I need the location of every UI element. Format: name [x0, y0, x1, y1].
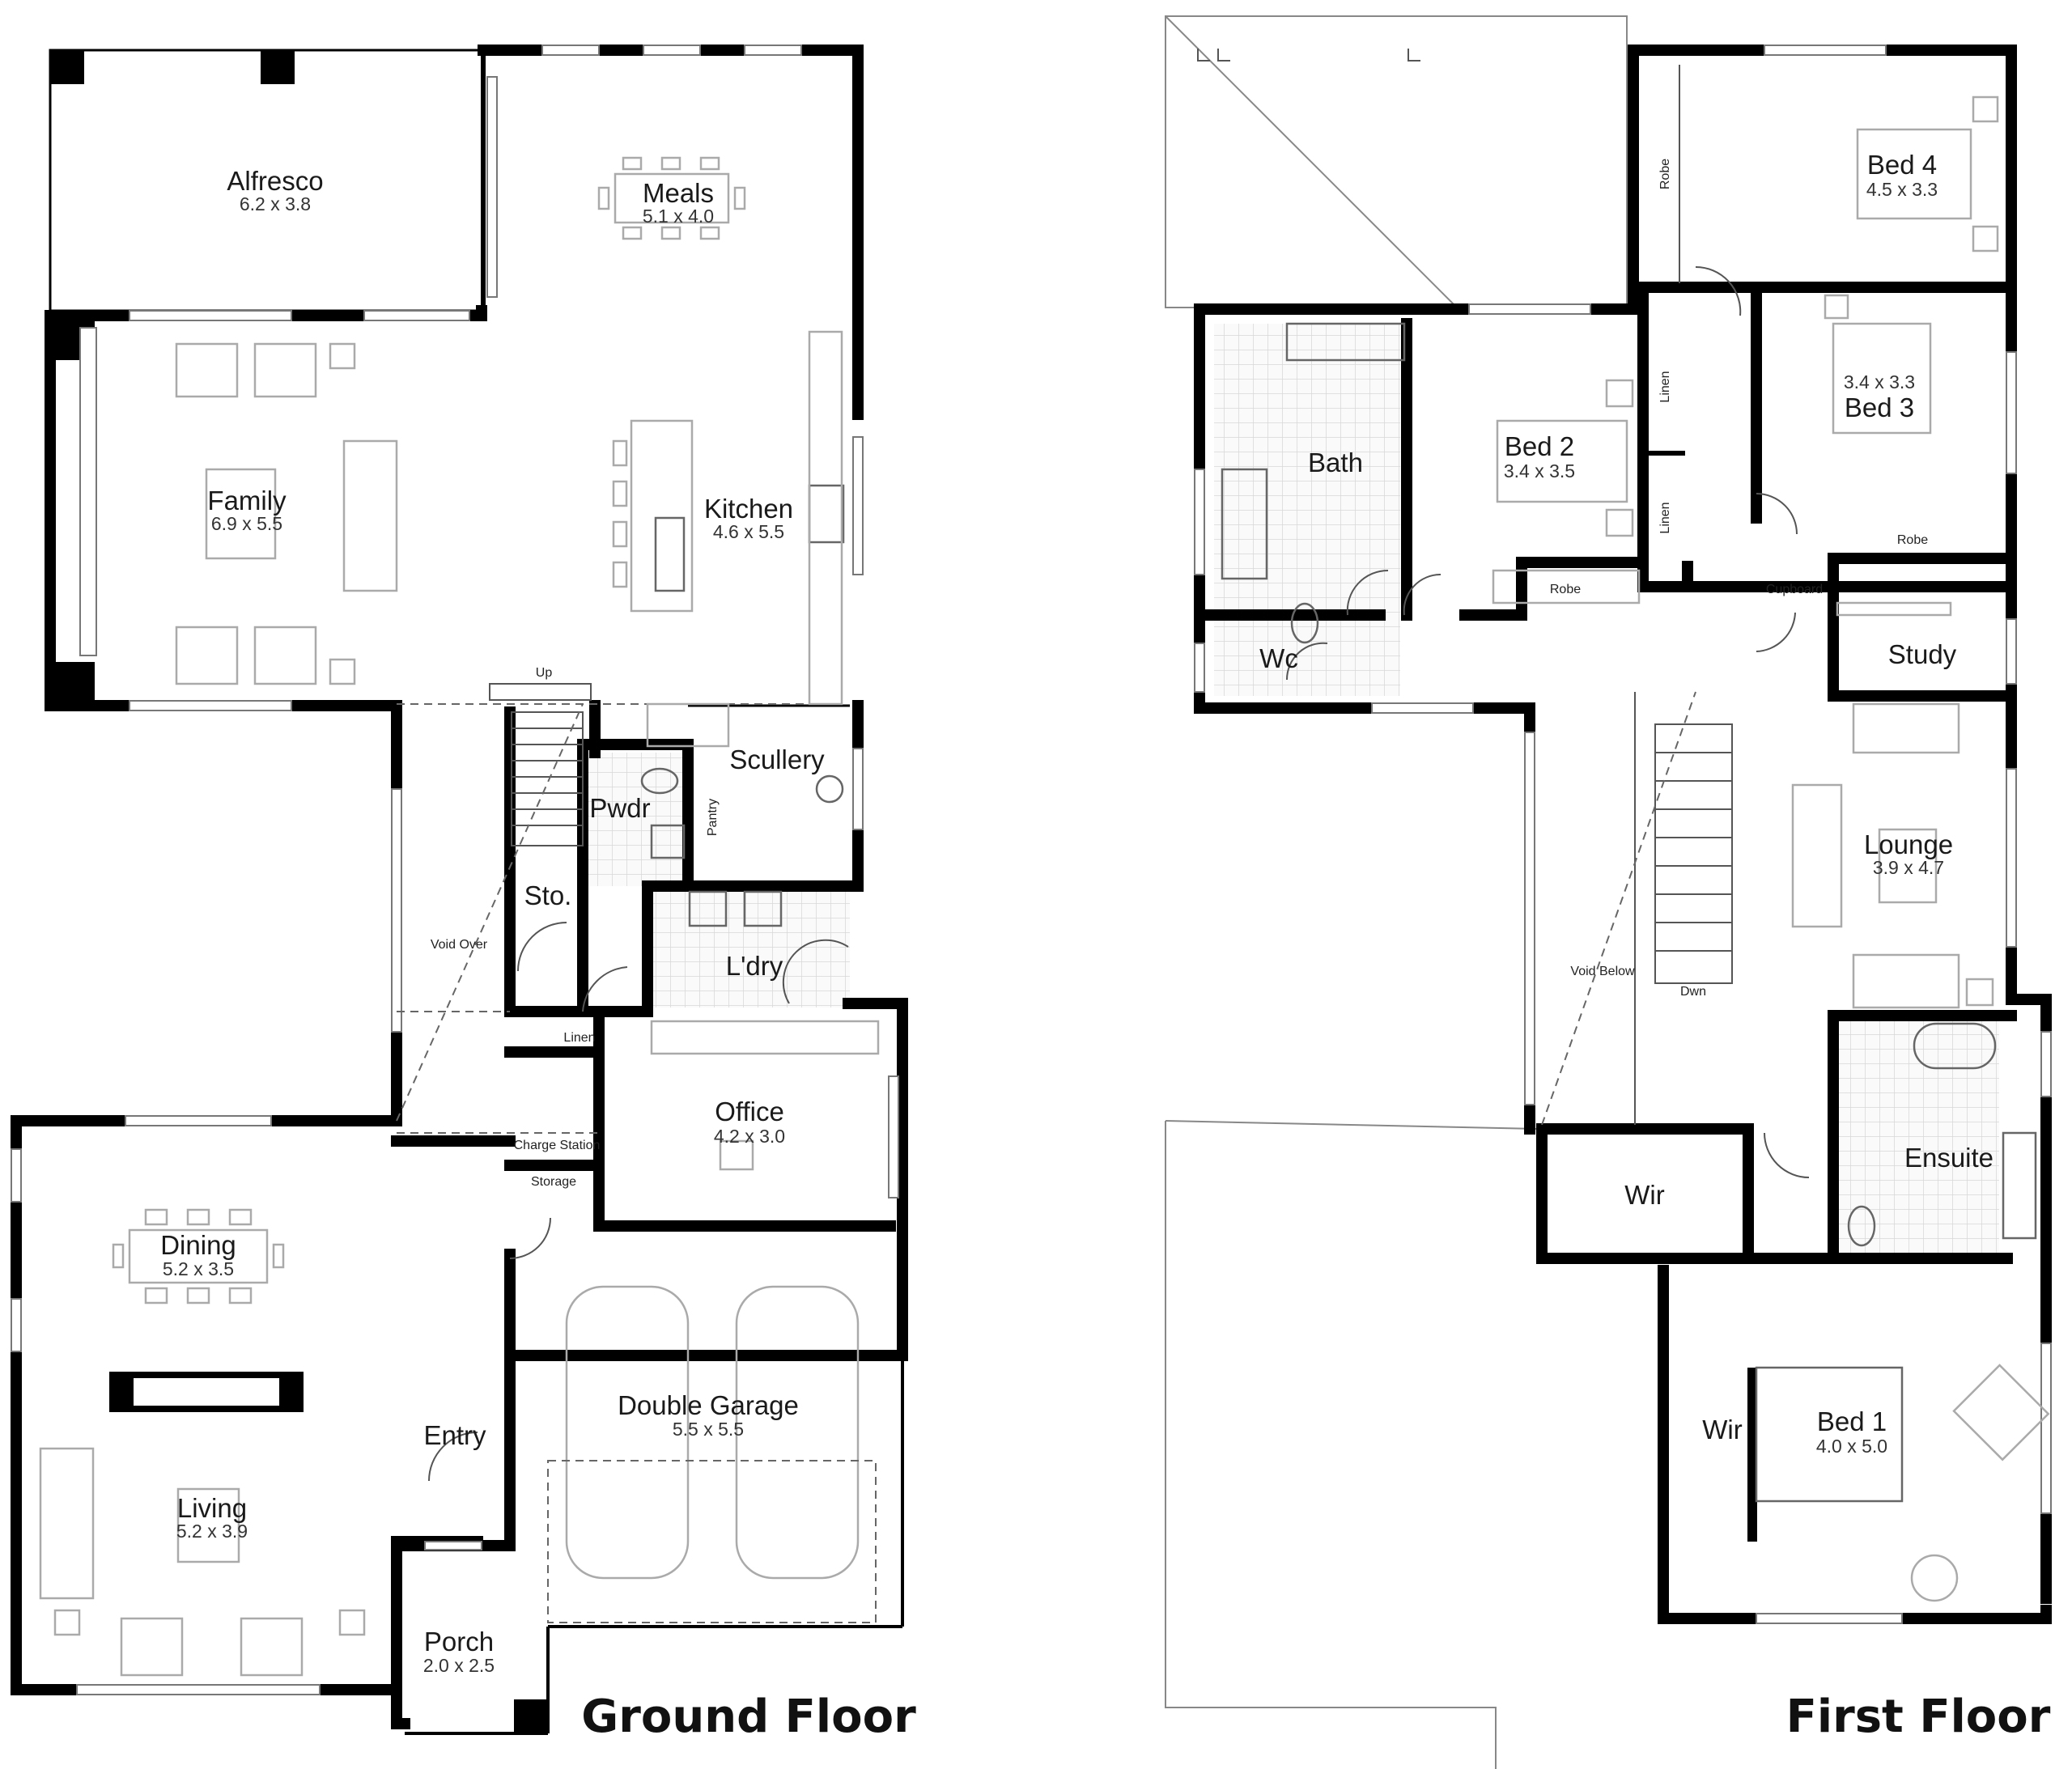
room-name-sto: Sto.: [524, 880, 572, 910]
linen-2-label: Linen: [1658, 502, 1672, 533]
room-name-kitchen: Kitchen: [704, 494, 793, 524]
linen-label: Linen: [563, 1031, 595, 1045]
room-name-bath: Bath: [1308, 448, 1363, 477]
room-name-porch: Porch: [424, 1627, 494, 1657]
room-name-wc: Wc: [1259, 643, 1298, 673]
charge-station-label: Charge Station: [514, 1139, 601, 1152]
room-name-entry: Entry: [423, 1420, 486, 1450]
robe-bed4-label: Robe: [1658, 159, 1672, 189]
room-name-wir-bed1: Wir: [1702, 1415, 1742, 1444]
room-size-porch: 2.0 x 2.5: [423, 1655, 495, 1676]
room-name-study: Study: [1888, 639, 1957, 669]
room-size-living: 5.2 x 3.9: [176, 1521, 248, 1542]
room-name-lounge: Lounge: [1864, 829, 1953, 859]
room-name-bed4: Bed 4: [1867, 150, 1937, 180]
robe-bed3-label: Robe: [1897, 533, 1928, 547]
room-name-living: Living: [177, 1493, 247, 1523]
room-size-kitchen: 4.6 x 5.5: [713, 521, 784, 542]
room-name-wir-top: Wir: [1624, 1180, 1664, 1210]
room-name-office: Office: [715, 1097, 784, 1126]
room-size-family: 6.9 x 5.5: [211, 513, 282, 534]
cupboard-label: Cupboard: [1766, 583, 1823, 596]
room-size-bed4: 4.5 x 3.3: [1866, 179, 1938, 200]
first-floor-labels: Bed 4 4.5 x 3.3 3.4 x 3.3 Bed 3 Bath Bed…: [1259, 150, 2051, 1743]
room-size-bed3: 3.4 x 3.3: [1844, 371, 1915, 392]
room-size-double-garage: 5.5 x 5.5: [673, 1419, 744, 1440]
room-size-lounge: 3.9 x 4.7: [1873, 857, 1944, 878]
room-name-alfresco: Alfresco: [227, 166, 323, 196]
room-size-office: 4.2 x 3.0: [714, 1126, 785, 1147]
stair-up-label: Up: [536, 666, 553, 680]
void-over-label: Void Over: [431, 938, 488, 952]
room-name-ldry: L'dry: [726, 951, 783, 981]
room-name-bed3: Bed 3: [1845, 392, 1914, 422]
linen-1-label: Linen: [1658, 371, 1672, 402]
room-name-dining: Dining: [160, 1230, 236, 1260]
room-name-bed1: Bed 1: [1817, 1406, 1887, 1436]
room-name-bed2: Bed 2: [1505, 431, 1574, 461]
room-size-dining: 5.2 x 3.5: [163, 1258, 234, 1279]
stair-down-label: Dwn: [1680, 985, 1706, 999]
pantry-label: Pantry: [706, 799, 720, 836]
room-name-pwdr: Pwdr: [589, 793, 650, 823]
storage-label: Storage: [531, 1175, 576, 1189]
room-name-meals: Meals: [643, 178, 714, 208]
robe-bed2-label: Robe: [1550, 583, 1581, 596]
void-below-label: Void Below: [1570, 965, 1635, 978]
room-name-family: Family: [207, 486, 287, 515]
room-size-bed2: 3.4 x 3.5: [1504, 460, 1575, 481]
room-size-bed1: 4.0 x 5.0: [1816, 1436, 1887, 1457]
room-name-double-garage: Double Garage: [618, 1390, 799, 1420]
ground-floor-labels: Alfresco 6.2 x 3.8 Meals 5.1 x 4.0 Famil…: [160, 166, 916, 1743]
room-size-meals: 5.1 x 4.0: [643, 206, 714, 227]
first-floor-plan: [1165, 15, 2052, 1769]
first-floor-title: First Floor: [1786, 1691, 2051, 1743]
room-name-ensuite: Ensuite: [1904, 1143, 1993, 1173]
room-name-scullery: Scullery: [729, 745, 825, 774]
room-size-alfresco: 6.2 x 3.8: [240, 193, 311, 214]
ground-floor-title: Ground Floor: [581, 1691, 916, 1743]
ground-floor-plan: [11, 45, 908, 1735]
